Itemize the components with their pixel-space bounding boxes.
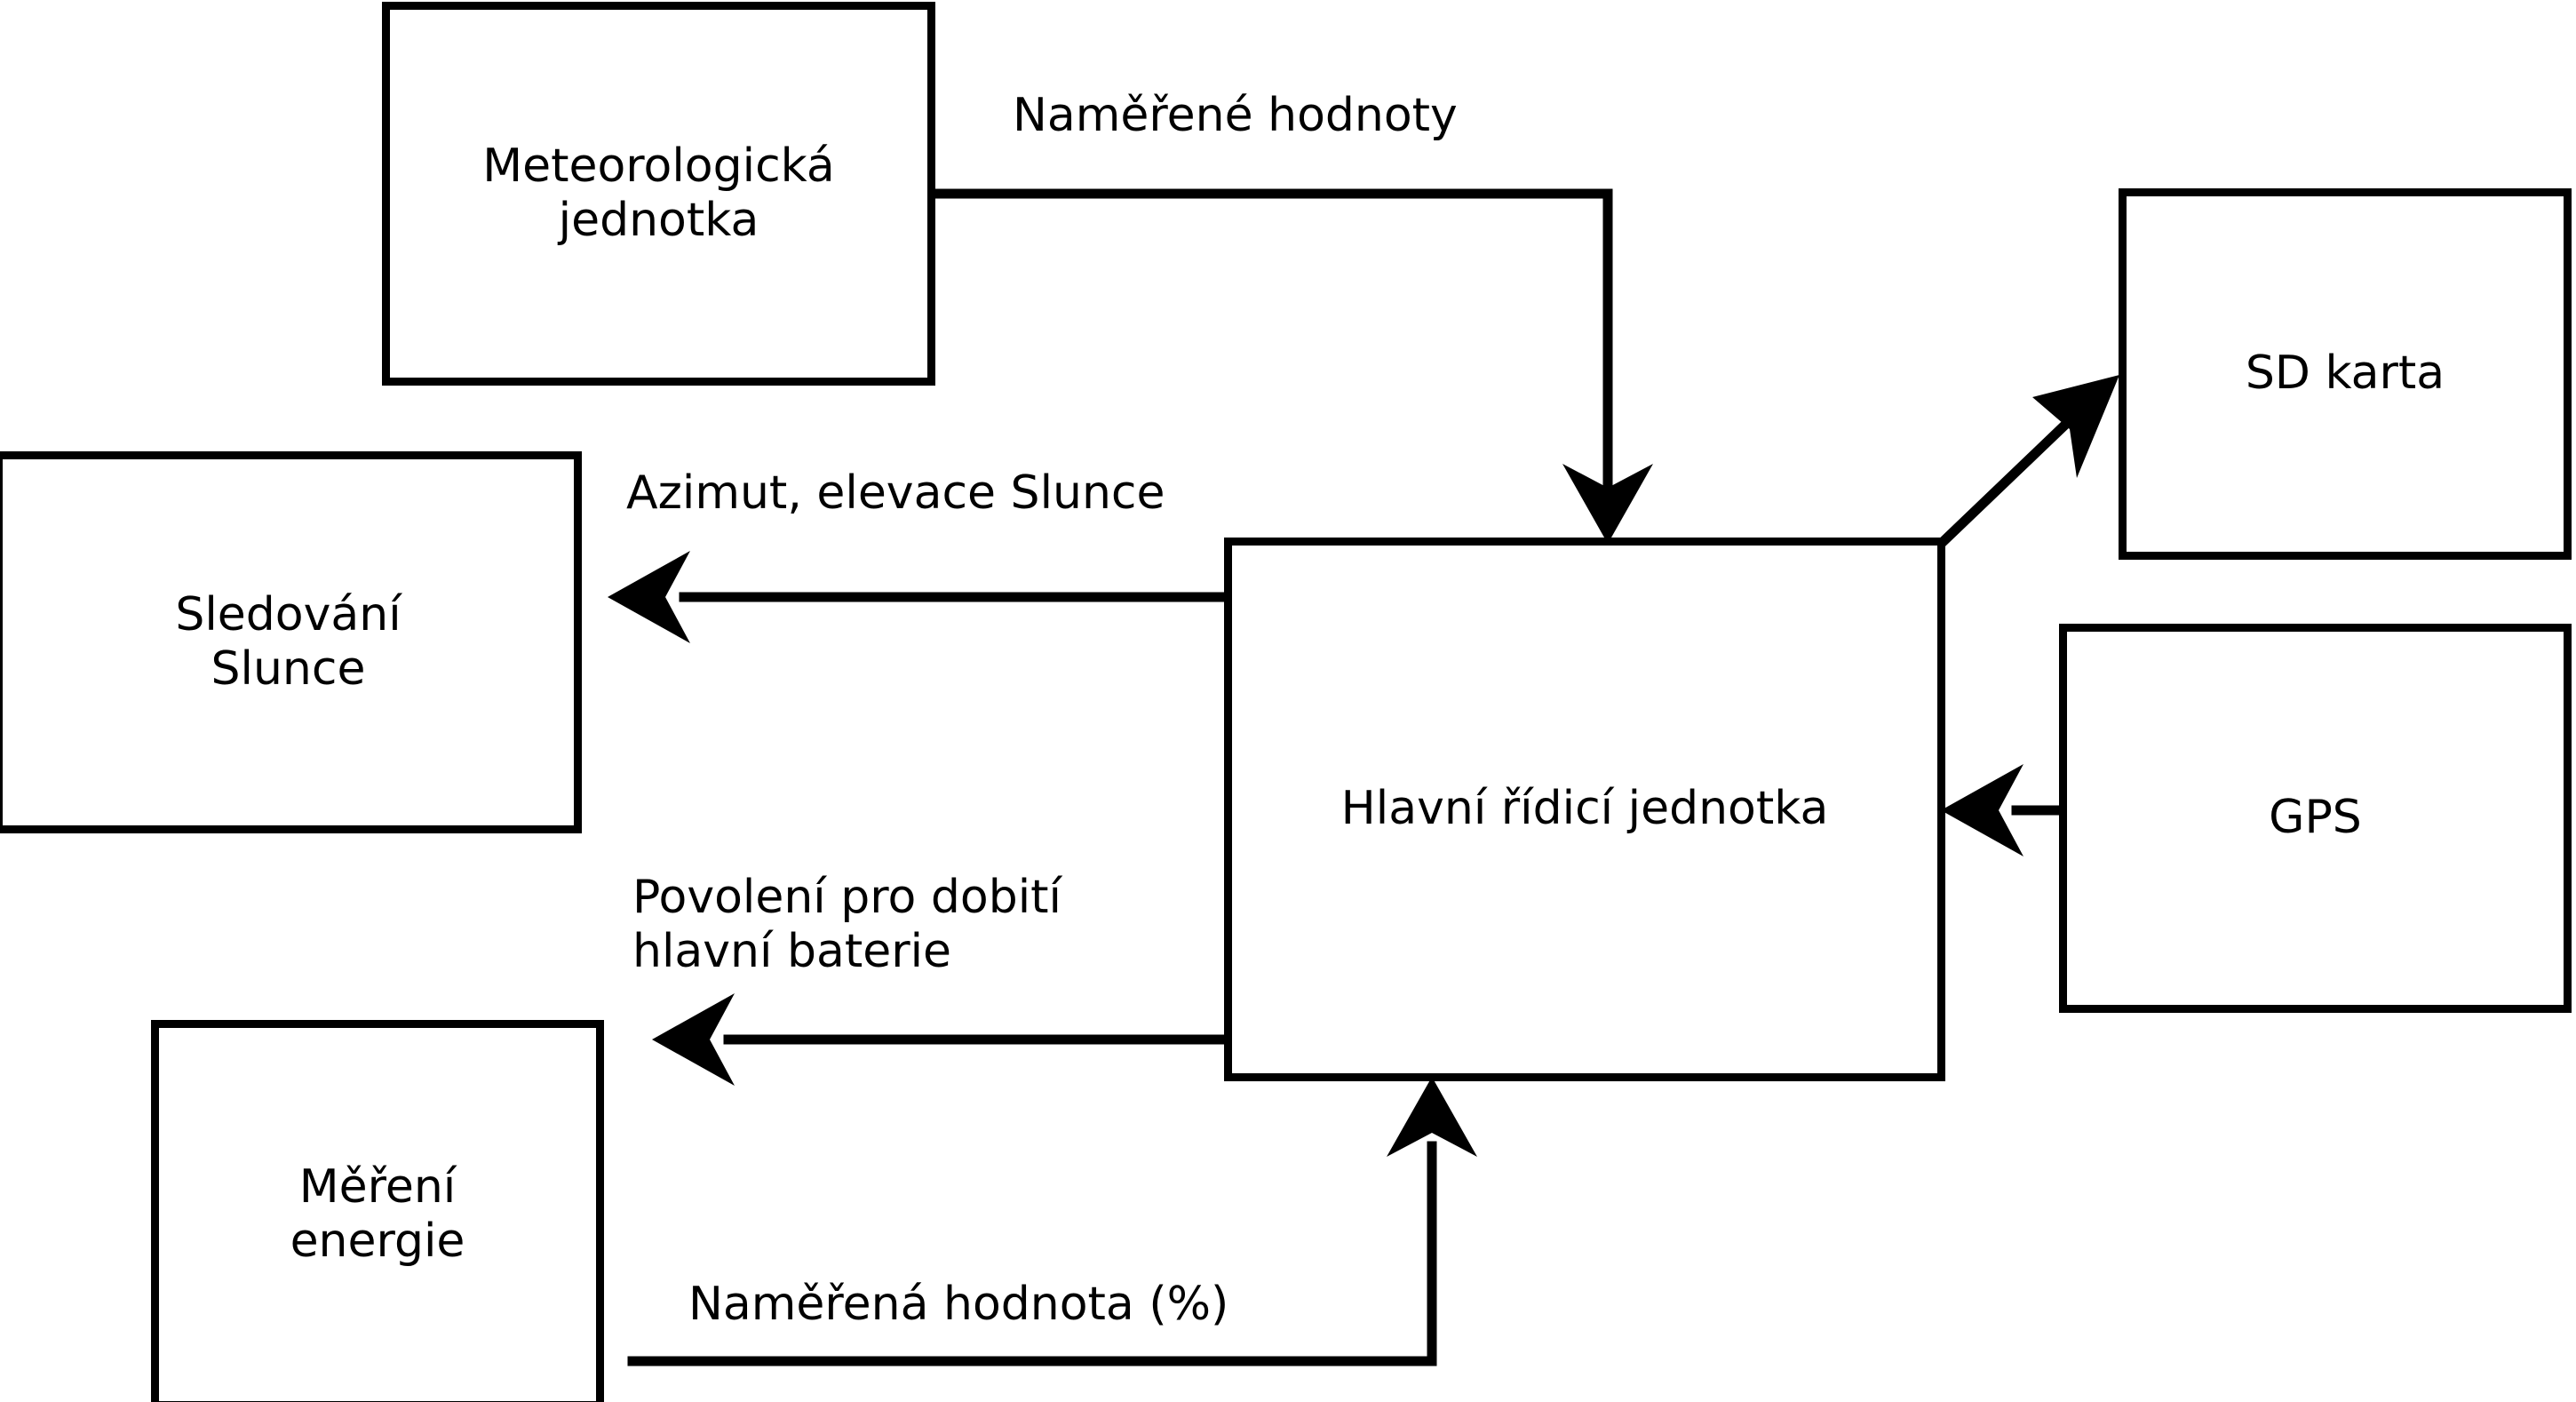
arrowhead-up-into-main xyxy=(1387,1077,1477,1157)
node-gps[interactable]: GPS xyxy=(2059,624,2572,1013)
edge-label-measured-values: Naměřené hodnoty xyxy=(1013,89,1458,142)
connector-main-to-tracking xyxy=(608,551,1229,643)
connector-meteo-to-main-line xyxy=(930,188,1613,492)
arrowhead-left-into-tracking xyxy=(608,551,690,643)
arrowhead-left-into-main xyxy=(1941,764,2023,856)
edge-label-azimuth-elevation: Azimut, elevace Slunce xyxy=(626,466,1165,520)
connector-meteo-to-main xyxy=(930,188,1653,544)
connector-gps-to-main xyxy=(1941,764,2064,856)
connector-energy-to-main-line xyxy=(627,1141,1437,1366)
node-sun-tracking[interactable]: Sledování Slunce xyxy=(0,451,582,833)
node-energy-measurement-label: Měření energie xyxy=(290,1159,465,1268)
node-sd-card[interactable]: SD karta xyxy=(2119,188,2572,560)
arrowhead-left-into-energy xyxy=(652,993,735,1086)
arrowhead-diagonal-into-sdcard xyxy=(2032,375,2119,478)
node-sun-tracking-label: Sledování Slunce xyxy=(175,587,402,696)
edge-label-measured-value-percent: Naměřená hodnota (%) xyxy=(688,1278,1229,1331)
node-meteorological-unit-label: Meteorologická jednotka xyxy=(482,139,835,247)
node-energy-measurement[interactable]: Měření energie xyxy=(151,1020,604,1402)
node-sd-card-label: SD karta xyxy=(2245,347,2445,401)
connector-main-to-sdcard-line xyxy=(1937,421,2069,547)
node-main-control-unit[interactable]: Hlavní řídicí jednotka xyxy=(1224,538,1945,1081)
connector-main-to-energy xyxy=(652,993,1229,1086)
edge-label-charge-permission: Povolení pro dobití hlavní baterie xyxy=(632,871,1061,979)
node-meteorological-unit[interactable]: Meteorologická jednotka xyxy=(382,2,935,386)
node-main-control-unit-label: Hlavní řídicí jednotka xyxy=(1340,782,1829,836)
connector-energy-to-main xyxy=(627,1077,1477,1366)
connector-main-to-sdcard xyxy=(1937,375,2119,547)
arrowhead-down-into-main xyxy=(1562,464,1653,544)
node-gps-label: GPS xyxy=(2269,791,2362,845)
